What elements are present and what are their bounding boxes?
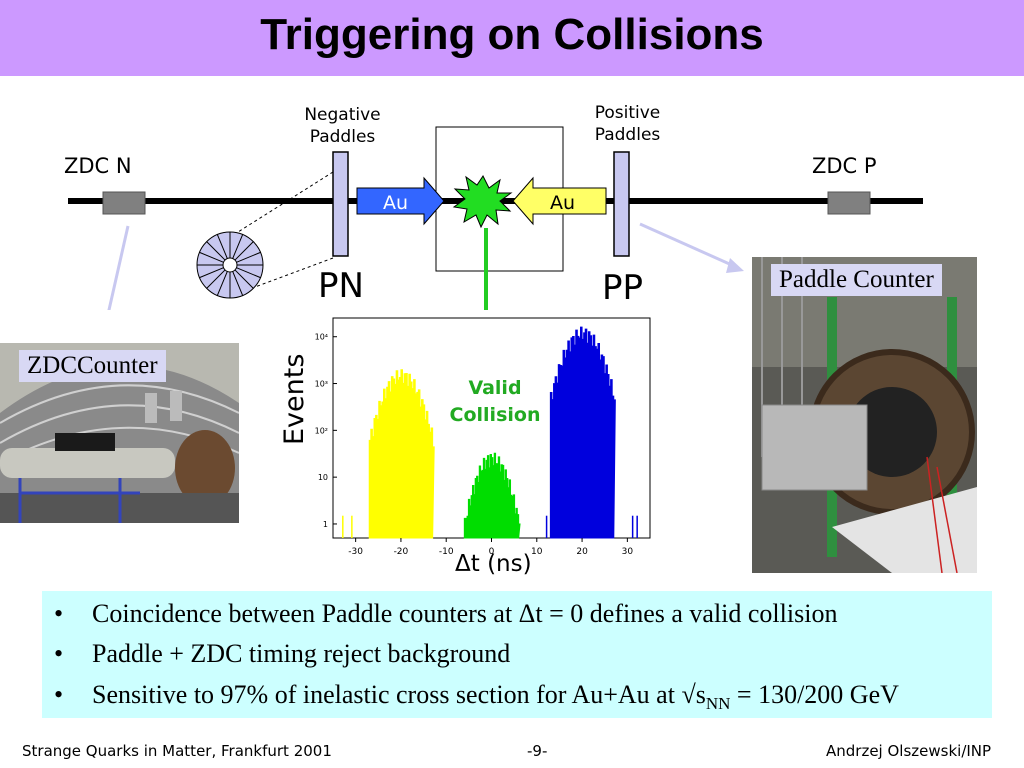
title-bar — [0, 0, 1024, 76]
wheel-spoke — [216, 234, 228, 259]
paddle-counter-caption: Paddle Counter — [771, 264, 942, 296]
timing-histogram: -30 -20 -10 0 10 20 30 1 10 10² 10³ 10⁴ — [278, 313, 668, 583]
pp-label: PP — [602, 268, 644, 308]
collision-burst-icon — [452, 175, 513, 229]
bullet-dot: • — [54, 639, 64, 668]
histogram-tail-bin — [545, 515, 548, 538]
paddle-pointer-head — [726, 258, 744, 273]
y-axis-label: Events — [279, 353, 310, 445]
footer-right: Andrzej Olszewski/INP — [826, 742, 992, 760]
negative-paddle — [332, 151, 349, 257]
au-beam-left-arrow — [356, 176, 445, 226]
wheel-spoke — [236, 267, 261, 279]
wheel-spoke — [234, 269, 254, 289]
zdc-n-box — [102, 191, 146, 215]
au-label-right: Au — [550, 192, 576, 214]
green-arrow-shaft — [484, 228, 488, 310]
y-tick-label: 10² — [315, 426, 328, 435]
positive-paddle — [613, 151, 630, 257]
y-tick-label: 10³ — [315, 380, 328, 389]
x-tick-label: 20 — [576, 547, 588, 557]
x-tick-label: 10 — [531, 547, 543, 557]
histogram-tail-bin — [342, 515, 344, 538]
slide-title: Triggering on Collisions — [260, 10, 764, 59]
x-tick-label: -20 — [394, 547, 409, 557]
wheel-spoke — [236, 251, 261, 263]
footer-center: -9- — [527, 742, 548, 760]
x-tick-label: -30 — [348, 547, 363, 557]
pn-label: PN — [318, 266, 364, 306]
histogram-series-0 — [368, 369, 435, 539]
dashed-line-bottom — [254, 257, 334, 288]
zdc-counter-caption: ZDCCounter — [19, 350, 166, 382]
x-tick-label: -10 — [439, 547, 454, 557]
paddle-pointer-line — [639, 222, 735, 268]
paddle-wheel-icon — [196, 231, 264, 299]
wheel-spoke — [206, 269, 226, 289]
bullet-dot: • — [54, 599, 64, 628]
wheel-spoke — [199, 267, 224, 279]
zdc-p-label: ZDC P — [812, 154, 877, 178]
x-tick-label: 30 — [622, 547, 634, 557]
histogram-series-2 — [549, 326, 616, 539]
histogram-tail-bin — [369, 515, 371, 538]
histogram-tail-bin — [351, 515, 353, 538]
wheel-spoke — [234, 241, 254, 261]
zdc-p-box — [827, 191, 871, 215]
histogram-tail-bin — [636, 515, 638, 538]
wheel-spoke — [199, 251, 224, 263]
x-tick-label: 0 — [489, 547, 495, 557]
y-tick-label: 10⁴ — [315, 333, 328, 342]
y-tick-label: 1 — [323, 520, 328, 529]
wheel-spoke — [216, 271, 228, 296]
wheel-spoke — [232, 271, 244, 296]
footer-left: Strange Quarks in Matter, Frankfurt 2001 — [22, 742, 332, 760]
histogram-tail-bin — [631, 515, 634, 538]
zdc-pointer-line — [107, 225, 130, 310]
au-beam-right-arrow — [512, 176, 607, 226]
zdc-n-label: ZDC N — [64, 154, 132, 178]
y-tick-label: 10 — [318, 473, 328, 482]
paddle-counter-photo — [752, 257, 977, 573]
au-label-left: Au — [383, 192, 409, 214]
bullet-dot: • — [54, 680, 64, 709]
histogram-series-1 — [463, 452, 521, 539]
beamline-diagram — [68, 126, 923, 310]
dashed-line-top — [237, 171, 334, 233]
bullet-list: •Coincidence between Paddle counters at … — [42, 591, 992, 718]
wheel-spoke — [206, 241, 226, 261]
x-axis-label: Δt (ns) — [455, 551, 532, 577]
wheel-spoke — [232, 234, 244, 259]
